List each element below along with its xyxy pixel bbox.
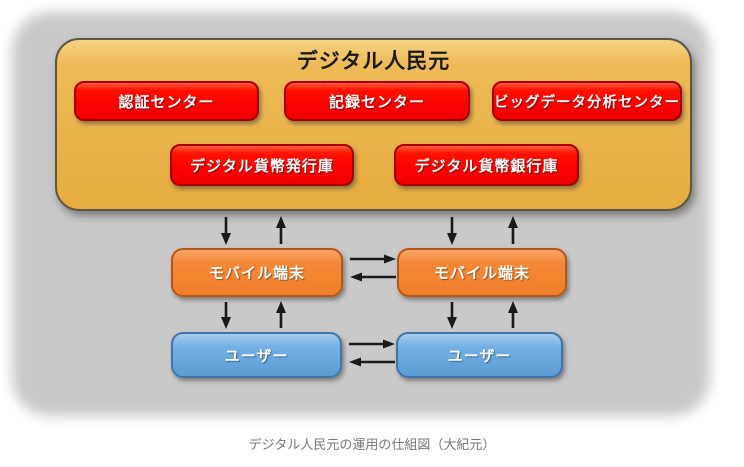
right-arrow-icon [350,254,396,264]
up-arrow-icon [276,216,286,244]
node-auth-center: 認証センター [74,81,259,121]
right-arrow-icon [349,339,395,349]
left-arrow-icon [350,272,396,282]
up-arrow-icon [276,301,286,328]
node-mobile-terminal-right: モバイル端末 [397,248,567,297]
up-arrow-icon [508,301,518,328]
up-arrow-icon [508,216,518,244]
diagram-title: デジタル人民元 [296,50,451,73]
image-caption: デジタル人民元の運用の仕組図（大紀元） [248,437,496,452]
node-record-center: 記録センター [284,81,470,121]
node-bigdata-center: ビッグデータ分析センター [492,81,682,121]
node-currency-bank-repository: デジタル貨幣銀行庫 [394,144,579,186]
down-arrow-icon [447,302,457,329]
down-arrow-icon [447,217,457,245]
node-mobile-terminal-left: モバイル端末 [171,248,343,297]
down-arrow-icon [221,302,231,329]
down-arrow-icon [221,217,231,245]
digital-yuan-group: デジタル人民元 認証センター 記録センター ビッグデータ分析センター デジタル貨… [55,38,692,211]
node-user-left: ユーザー [171,332,342,378]
node-currency-issuance-repository: デジタル貨幣発行庫 [170,144,354,186]
node-user-right: ユーザー [396,332,563,378]
left-arrow-icon [349,357,395,367]
